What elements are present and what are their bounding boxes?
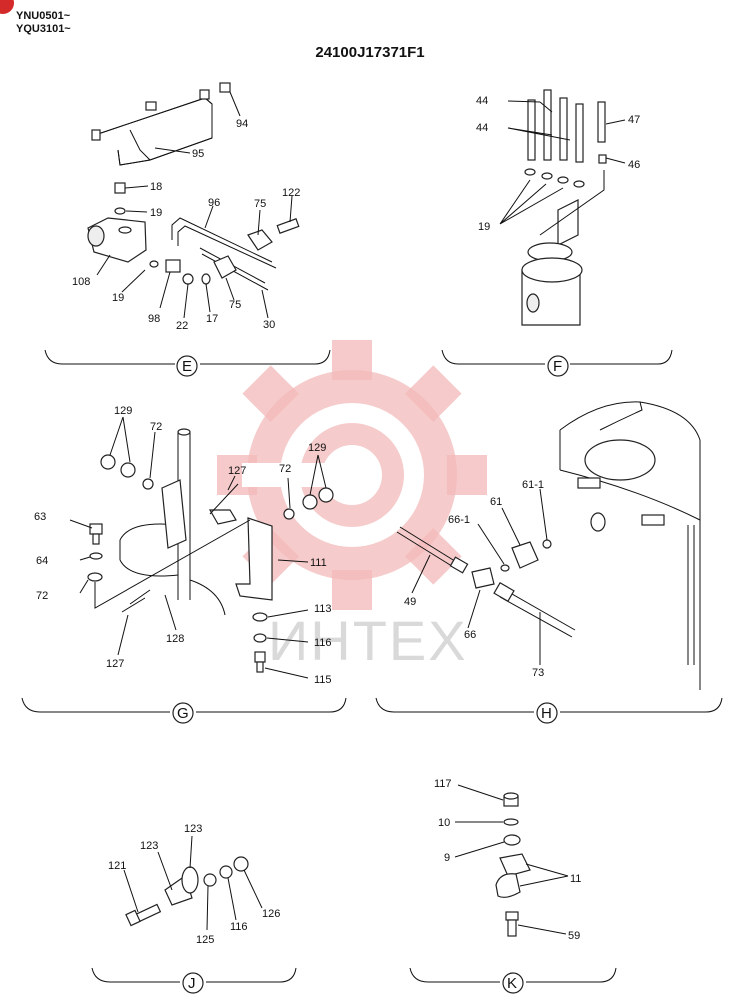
callout-95: 95 [192,148,204,160]
callout-66-1: 66-1 [448,514,470,526]
part-number-title: 24100J17371F1 [315,44,425,61]
serial-range-2: YQU3101~ [16,23,71,35]
callout-75: 75 [254,198,266,210]
callout-44b: 44 [476,122,488,134]
callout-10: 10 [438,817,450,829]
callout-72: 72 [150,421,162,433]
callout-19f: 19 [478,221,490,233]
section-k-label: K [507,975,517,992]
callout-59: 59 [568,930,580,942]
callout-72b: 72 [279,463,291,475]
callout-94: 94 [236,118,248,130]
callout-18: 18 [150,181,162,193]
callout-63: 63 [34,511,46,523]
callout-111: 111 [310,557,327,569]
section-j-label: J [188,975,196,992]
callout-116: 116 [314,637,332,649]
callout-117: 117 [434,778,452,790]
corner-badge [0,0,14,14]
callout-123: 123 [184,823,202,835]
callout-61-1: 61-1 [522,479,544,491]
section-g-marker [172,702,194,724]
section-k-drawing [454,784,569,937]
callout-9: 9 [444,852,450,864]
callout-47: 47 [628,114,640,126]
section-j-bracket [91,967,297,983]
callout-96: 96 [208,197,220,209]
section-f-drawing [499,89,626,326]
callout-123b: 123 [140,840,158,852]
section-k-bracket [409,967,617,983]
callout-66: 66 [464,629,476,641]
section-e-bracket [44,349,331,365]
callout-129b: 129 [308,442,326,454]
callout-73: 73 [532,667,544,679]
callout-17: 17 [206,313,218,325]
callout-116j: 116 [230,921,248,933]
section-h-label: H [541,705,552,722]
callout-11: 11 [570,873,581,885]
callout-72c: 72 [36,590,48,602]
callout-30: 30 [263,319,275,331]
section-j-drawing [123,835,263,931]
callout-44: 44 [476,95,488,107]
callout-115: 115 [314,674,332,686]
callout-127: 127 [228,465,246,477]
callout-61: 61 [490,496,502,508]
callout-108: 108 [72,276,90,288]
callout-19: 19 [150,207,162,219]
callout-46: 46 [628,159,640,171]
callout-22: 22 [176,320,188,332]
section-g-label: G [177,705,189,722]
watermark-text: ИНТЕХ [268,609,468,672]
section-g-drawing [69,416,334,679]
callout-64: 64 [36,555,48,567]
section-f-marker [547,355,569,377]
section-e-label: E [182,358,192,375]
callout-121: 121 [108,860,126,872]
callout-122: 122 [282,187,300,199]
section-f-bracket [441,349,673,365]
section-f-label: F [553,358,562,375]
callout-127b: 127 [106,658,124,670]
callout-125: 125 [196,934,214,946]
callout-19b: 19 [112,292,124,304]
section-h-marker [536,702,558,724]
callout-129: 129 [114,405,132,417]
section-k-marker [502,972,524,994]
section-h-bracket [375,697,723,713]
callout-98: 98 [148,313,160,325]
callout-49: 49 [404,596,416,608]
section-e-drawing [87,82,300,319]
watermark-gear-logo [217,340,487,610]
callout-128: 128 [166,633,184,645]
callout-126: 126 [262,908,280,920]
callout-75b: 75 [229,299,241,311]
section-g-bracket [21,697,347,713]
section-h-drawing [396,401,701,690]
serial-range-1: YNU0501~ [16,10,71,22]
callout-113: 113 [314,603,332,615]
section-j-marker [182,972,204,994]
section-e-marker [176,355,198,377]
